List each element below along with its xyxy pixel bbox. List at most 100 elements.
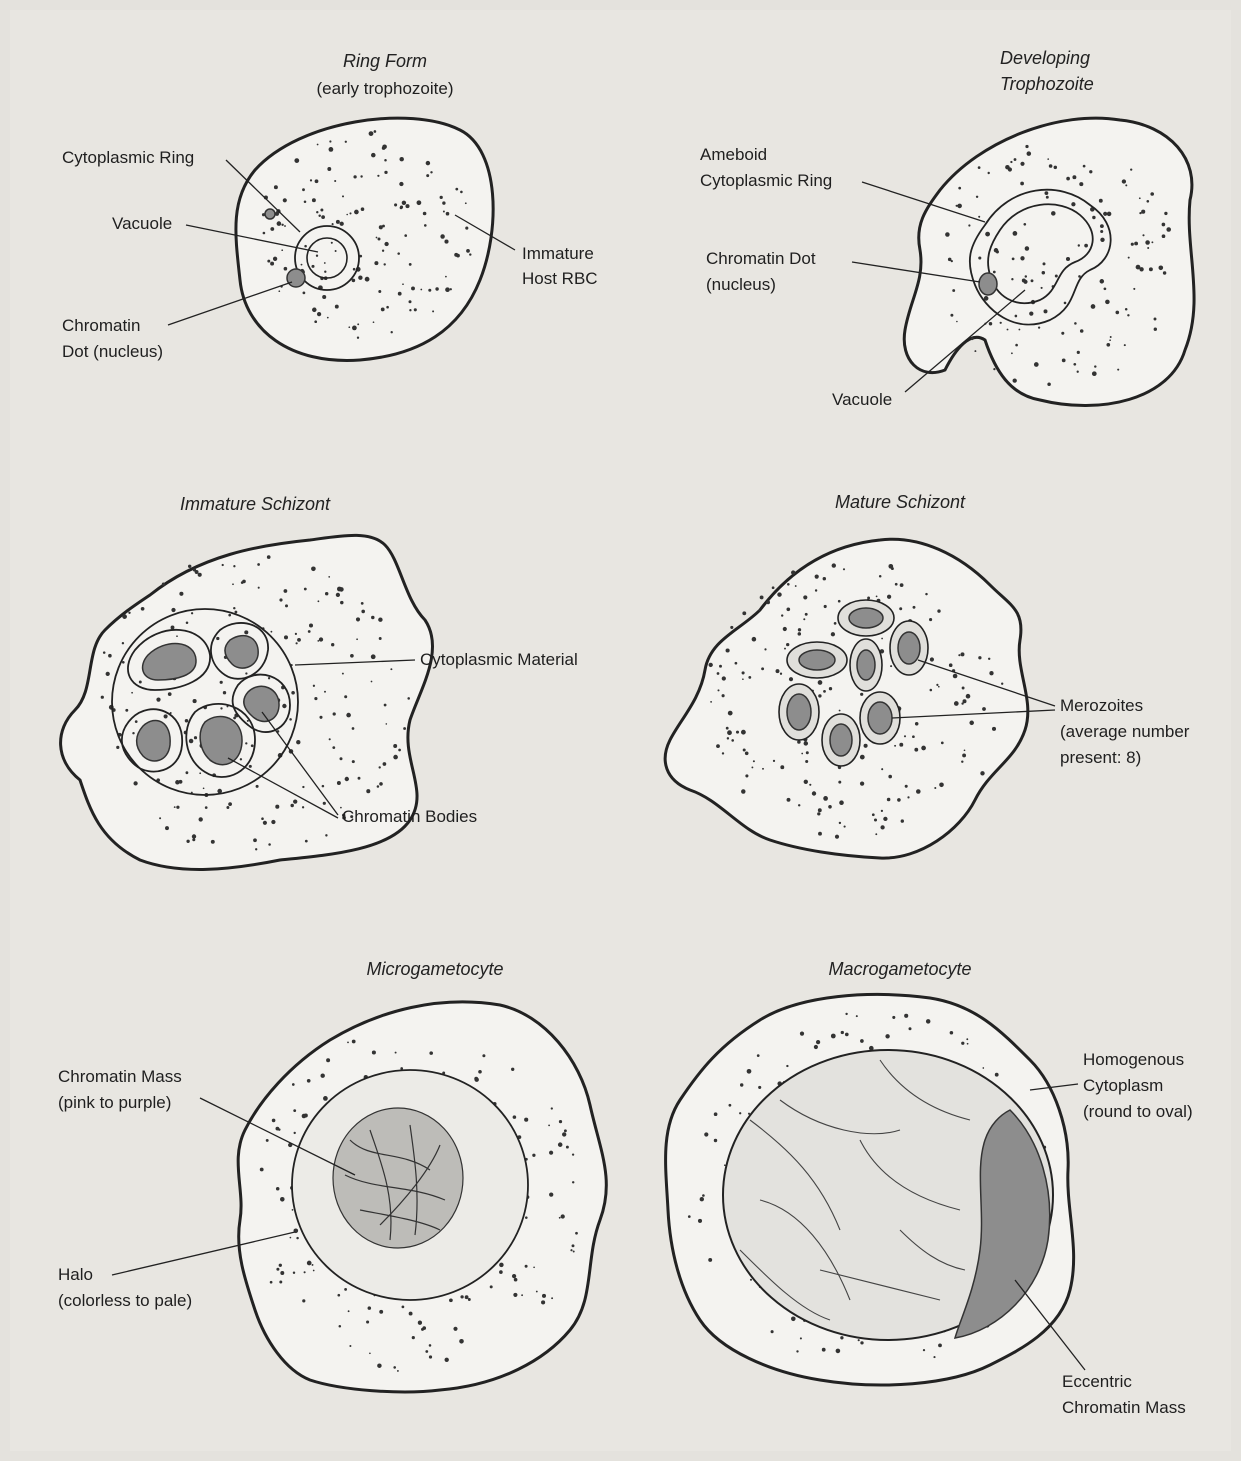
stipple-dot (368, 1306, 372, 1310)
stipple-dot (780, 673, 782, 675)
mature-schizont-label-merozoites-3: present: 8) (1060, 748, 1141, 767)
stipple-dot (390, 668, 392, 670)
stipple-dot (334, 180, 336, 182)
stipple-dot (762, 768, 764, 770)
stipple-dot (133, 781, 137, 785)
stipple-dot (761, 667, 764, 670)
stipple-dot (818, 832, 822, 836)
stipple-dot (350, 654, 354, 658)
stipple-dot (1029, 311, 1033, 315)
stipple-dot (953, 674, 958, 679)
developing-label-ameboid-2: Cytoplasmic Ring (700, 171, 832, 190)
stipple-dot (708, 1258, 712, 1262)
stipple-dot (106, 672, 110, 676)
stipple-dot (954, 701, 959, 706)
stipple-dot (752, 637, 757, 642)
developing-subtitle: Trophozoite (1000, 74, 1094, 94)
stipple-dot (727, 730, 732, 735)
stipple-dot (892, 1016, 895, 1019)
stipple-dot (332, 223, 334, 225)
stipple-dot (304, 588, 307, 591)
stipple-dot (296, 740, 300, 744)
stipple-dot (377, 175, 379, 177)
stipple-dot (714, 1112, 718, 1116)
stipple-dot (558, 1142, 563, 1147)
stipple-dot (1159, 266, 1164, 271)
stipple-dot (958, 654, 960, 656)
stipple-dot (302, 1299, 305, 1302)
stipple-dot (267, 555, 271, 559)
stipple-dot (1146, 200, 1149, 203)
stipple-dot (386, 723, 388, 725)
stipple-dot (570, 1249, 572, 1251)
stipple-dot (399, 157, 403, 161)
stipple-dot (1073, 363, 1076, 366)
stipple-dot (929, 618, 932, 621)
stipple-dot (688, 1215, 691, 1218)
microgametocyte-label-halo-1: Halo (58, 1265, 93, 1284)
stipple-dot (841, 1031, 844, 1034)
stipple-dot (812, 791, 816, 795)
stipple-dot (798, 628, 801, 631)
stipple-dot (314, 320, 317, 323)
stipple-dot (302, 806, 304, 808)
stipple-dot (444, 240, 448, 244)
stipple-dot (805, 760, 808, 763)
stipple-dot (223, 691, 226, 694)
stipple-dot (926, 1019, 931, 1024)
stipple-dot (332, 746, 335, 749)
stipple-dot (1020, 162, 1024, 166)
stipple-dot (344, 695, 347, 698)
stipple-dot (1131, 243, 1134, 246)
stipple-dot (279, 598, 282, 601)
stipple-dot (263, 232, 266, 235)
stipple-dot (358, 777, 361, 780)
stipple-dot (1000, 322, 1002, 324)
stipple-dot (818, 694, 821, 697)
stipple-dot (425, 1350, 428, 1353)
stipple-dot (722, 752, 724, 754)
stipple-dot (858, 1339, 860, 1341)
stipple-dot (512, 1274, 516, 1278)
stipple-dot (1008, 167, 1012, 171)
stipple-dot (311, 566, 316, 571)
stipple-dot (993, 271, 996, 274)
stipple-dot (961, 702, 963, 704)
stipple-dot (828, 805, 832, 809)
stipple-dot (992, 727, 996, 731)
stipple-dot (916, 789, 921, 794)
stipple-dot (378, 617, 382, 621)
stipple-dot (302, 188, 305, 191)
stipple-dot (786, 643, 789, 646)
ring-form-inclusion (265, 209, 275, 219)
stipple-dot (290, 804, 293, 807)
stipple-dot (805, 613, 808, 616)
stipple-dot (344, 1288, 347, 1291)
stipple-dot (1013, 231, 1018, 236)
stipple-dot (803, 618, 805, 620)
stipple-dot (966, 1038, 968, 1040)
stipple-dot (386, 306, 389, 309)
stipple-dot (1117, 369, 1119, 371)
stipple-dot (880, 825, 884, 829)
stipple-dot (549, 1151, 553, 1155)
stipple-dot (466, 249, 470, 253)
stipple-dot (377, 785, 380, 788)
stipple-dot (962, 687, 965, 690)
stipple-dot (423, 212, 427, 216)
stipple-dot (352, 326, 357, 331)
stipple-dot (414, 308, 417, 311)
stipple-dot (1084, 244, 1088, 248)
stipple-dot (536, 1291, 538, 1293)
stipple-dot (352, 760, 355, 763)
stipple-dot (285, 604, 288, 607)
stipple-dot (791, 570, 795, 574)
stipple-dot (816, 1040, 820, 1044)
stipple-dot (397, 1370, 399, 1372)
stipple-dot (938, 1343, 942, 1347)
stipple-dot (270, 262, 274, 266)
stipple-dot (980, 771, 984, 775)
stipple-dot (1151, 241, 1153, 243)
stipple-dot (745, 751, 749, 755)
stipple-dot (1125, 308, 1128, 311)
